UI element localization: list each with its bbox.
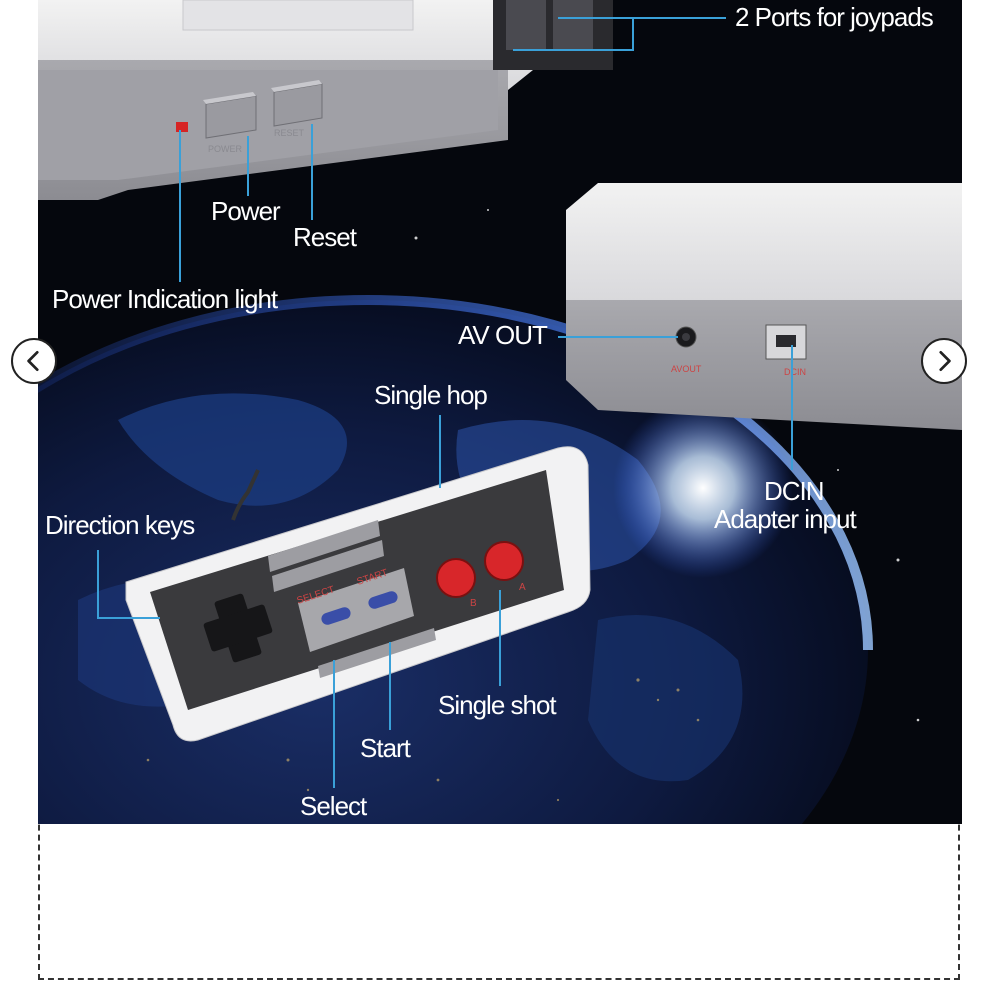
chevron-right-icon — [939, 350, 951, 372]
a-print: A — [519, 582, 526, 593]
a-button — [484, 541, 524, 581]
power-print: POWER — [208, 144, 243, 154]
next-image-button[interactable] — [921, 338, 967, 384]
label-power: Power — [211, 196, 281, 226]
label-single-shot: Single shot — [438, 690, 557, 720]
label-ports: 2 Ports for joypads — [735, 2, 934, 32]
label-single-hop: Single hop — [374, 380, 487, 410]
label-start: Start — [360, 733, 412, 763]
b-print: B — [470, 598, 477, 609]
previous-image-button[interactable] — [11, 338, 57, 384]
d-pad — [203, 593, 273, 663]
label-direction-keys: Direction keys — [45, 510, 195, 540]
label-dcin: DCIN — [764, 476, 824, 506]
label-power-light: Power Indication light — [52, 284, 279, 314]
label-select: Select — [300, 791, 368, 821]
gallery-blank-area — [40, 826, 958, 976]
power-led — [176, 122, 188, 132]
label-adapter-input: Adapter input — [714, 504, 857, 534]
reset-print: RESET — [274, 128, 305, 138]
controller: SELECT START B A — [125, 446, 591, 742]
b-button — [436, 558, 476, 598]
avout-print: AVOUT — [671, 364, 702, 374]
console-front: POWER RESET — [38, 0, 613, 200]
console-back: AVOUT DCIN — [566, 183, 962, 430]
callout-lines — [97, 17, 793, 788]
label-av-out: AV OUT — [458, 320, 548, 350]
product-image: POWER RESET AVOUT DCIN SELECT STA — [38, 0, 962, 824]
label-reset: Reset — [293, 222, 358, 252]
dcin-print: DCIN — [784, 367, 806, 377]
chevron-left-icon — [27, 350, 39, 372]
